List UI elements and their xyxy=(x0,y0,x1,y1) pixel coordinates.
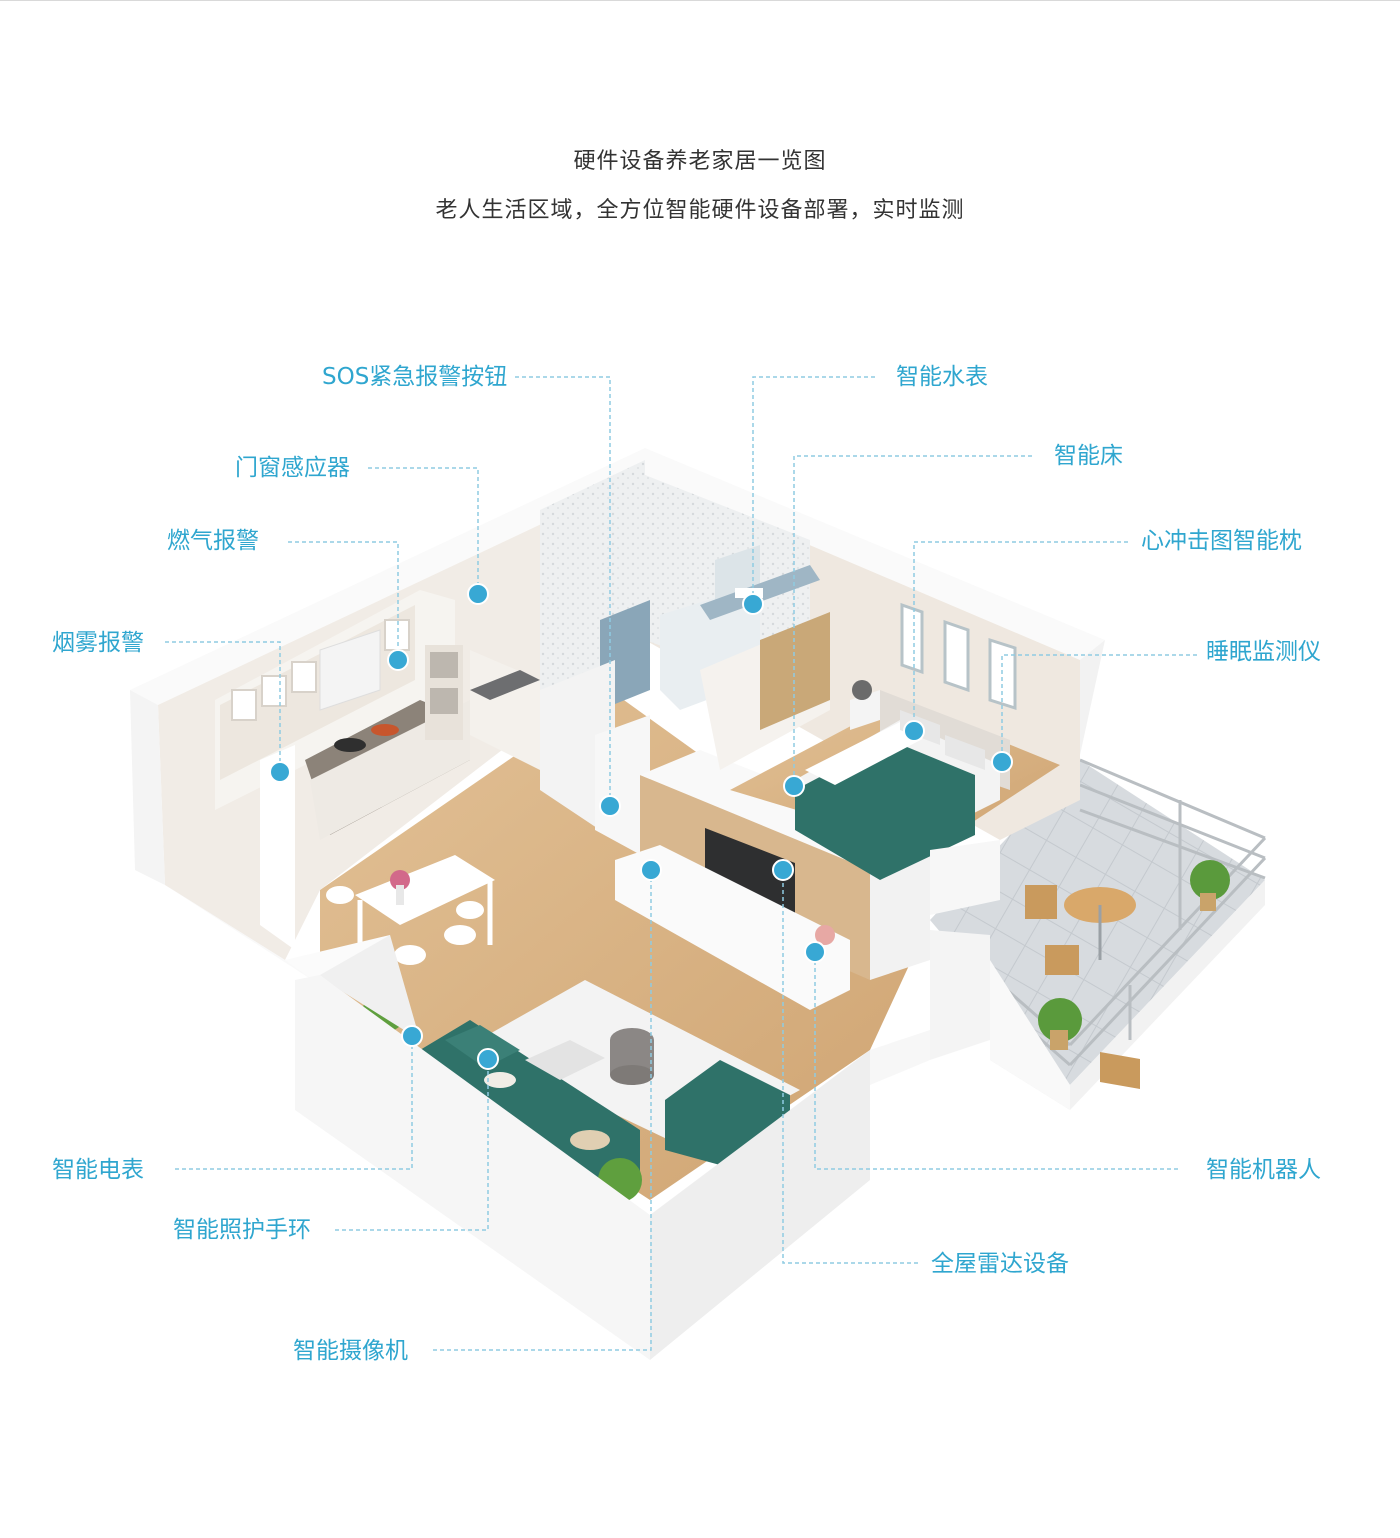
leader-sos xyxy=(515,376,611,806)
label-smoke-alarm: 烟雾报警 xyxy=(52,630,144,656)
leader-bcg-pillow xyxy=(913,541,1128,731)
leader-camera xyxy=(433,870,652,1351)
leader-electric-meter xyxy=(175,1036,413,1170)
balcony xyxy=(930,758,1267,1110)
bcg-pillow-marker[interactable] xyxy=(903,720,925,742)
leader-sleep-monitor xyxy=(1001,654,1197,762)
label-door-sensor: 门窗感应器 xyxy=(235,455,350,481)
living-room xyxy=(363,980,800,1202)
tv-area xyxy=(615,828,850,1010)
label-care-bracelet: 智能照护手环 xyxy=(173,1217,311,1243)
label-camera: 智能摄像机 xyxy=(293,1338,408,1364)
door-sensor-marker[interactable] xyxy=(467,583,489,605)
gas-alarm-marker[interactable] xyxy=(387,649,409,671)
label-robot: 智能机器人 xyxy=(1206,1157,1321,1183)
leader-door-sensor xyxy=(368,467,479,594)
sos-button-marker[interactable] xyxy=(599,795,621,817)
leader-lines xyxy=(165,376,1197,1351)
label-sleep-monitor: 睡眠监测仪 xyxy=(1206,639,1321,665)
electric-meter-marker[interactable] xyxy=(401,1025,423,1047)
page-subtitle: 老人生活区域，全方位智能硬件设备部署，实时监测 xyxy=(435,198,965,223)
care-bracelet-marker[interactable] xyxy=(477,1048,499,1070)
smart-bed-marker[interactable] xyxy=(783,775,805,797)
leader-care-bracelet xyxy=(335,1059,489,1231)
camera-marker[interactable] xyxy=(640,859,662,881)
dining xyxy=(326,855,495,980)
leader-radar xyxy=(782,870,918,1264)
leader-gas-alarm xyxy=(288,541,399,660)
water-meter-marker[interactable] xyxy=(742,593,764,615)
label-water-meter: 智能水表 xyxy=(896,364,988,390)
leader-robot xyxy=(814,952,1178,1170)
device-markers xyxy=(269,583,1013,1070)
label-gas-alarm: 燃气报警 xyxy=(167,528,259,554)
front-walls xyxy=(130,640,1105,1360)
bedroom xyxy=(730,602,1060,880)
label-electric-meter: 智能电表 xyxy=(52,1157,144,1183)
page-title: 硬件设备养老家居一览图 xyxy=(573,149,827,174)
smoke-alarm-marker[interactable] xyxy=(269,761,291,783)
label-sos-button: SOS紧急报警按钮 xyxy=(322,364,508,390)
robot-marker[interactable] xyxy=(804,941,826,963)
label-radar: 全屋雷达设备 xyxy=(931,1251,1069,1277)
top-divider xyxy=(0,0,1400,1)
sleep-monitor-marker[interactable] xyxy=(991,751,1013,773)
leader-water-meter xyxy=(752,376,875,604)
leader-smoke-alarm xyxy=(165,641,281,772)
radar-marker[interactable] xyxy=(772,859,794,881)
label-bcg-pillow: 心冲击图智能枕 xyxy=(1141,528,1302,554)
leader-smart-bed xyxy=(793,455,1032,786)
label-smart-bed: 智能床 xyxy=(1054,443,1123,469)
